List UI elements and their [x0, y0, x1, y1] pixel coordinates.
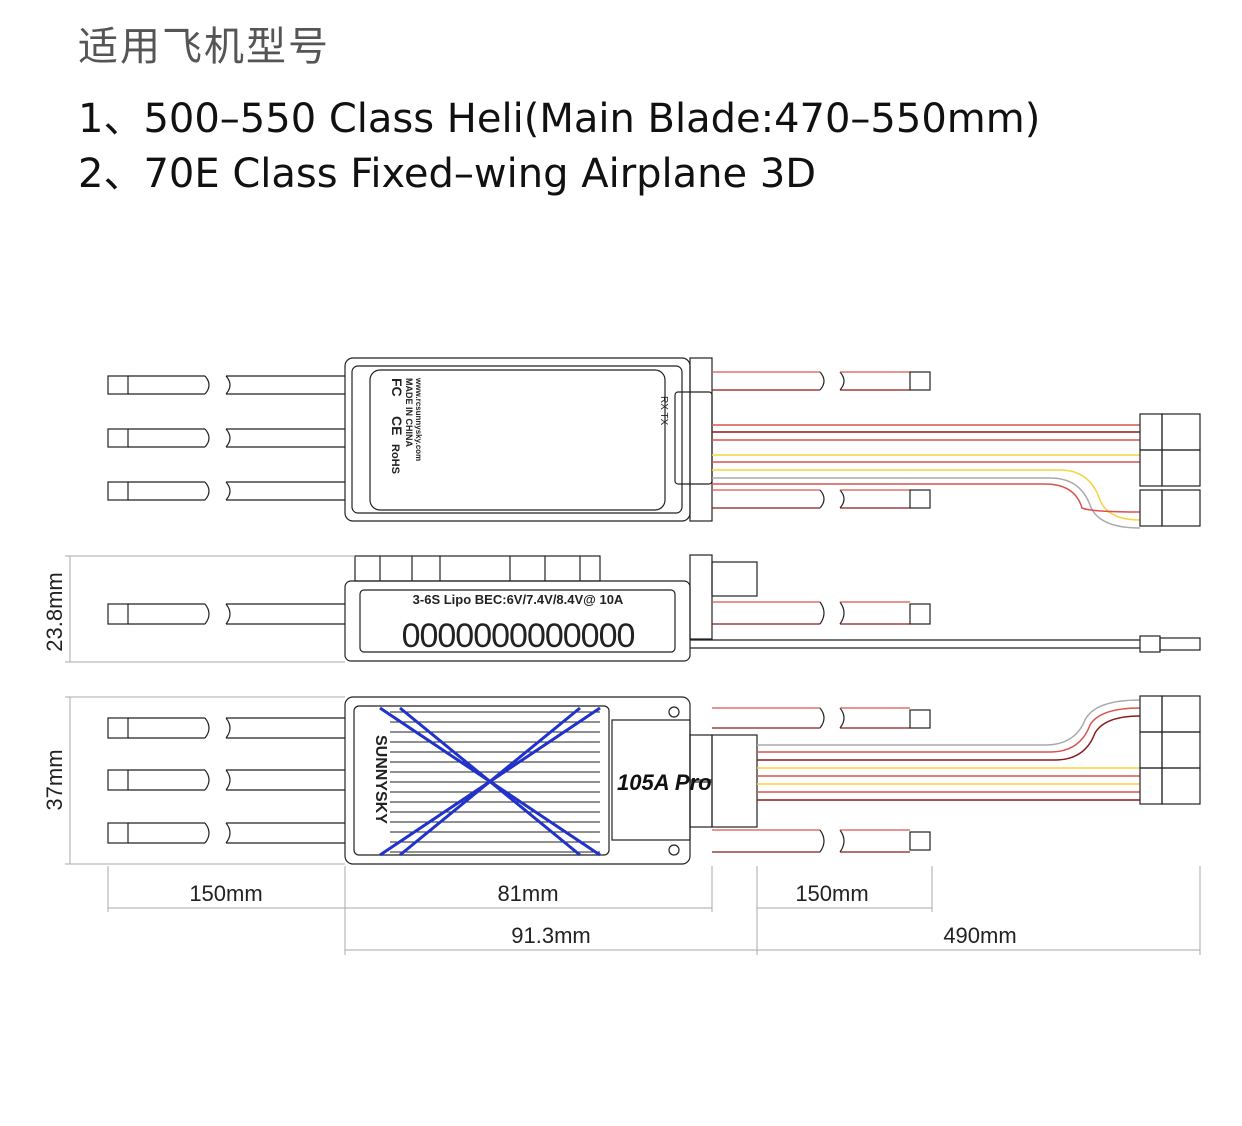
dimension-lines: [65, 555, 1201, 955]
motor-wires-left-top: [107, 375, 345, 501]
dim-wire-right: 150mm: [795, 881, 868, 906]
rxtx-label: RX TX: [658, 396, 669, 426]
dim-height-top: 37mm: [42, 749, 67, 810]
www-label: www.rcsunnysky.com: [414, 377, 423, 461]
x-pattern: [379, 706, 601, 857]
connector-2: [1139, 449, 1163, 487]
model-item-1: 1、500–550 Class Heli(Main Blade:470–550m…: [78, 96, 1041, 142]
brand-label: SUNNYSKY: [372, 735, 389, 824]
top-view: [107, 357, 1201, 529]
bec-label: 3-6S Lipo BEC:6V/7.4V/8.4V@ 10A: [413, 592, 624, 607]
model-label: 105A Pro: [617, 770, 712, 795]
power-wires-right-top: [712, 371, 931, 509]
dim-height-side: 23.8mm: [42, 572, 67, 651]
dim-body-len: 81mm: [497, 881, 558, 906]
ce-label: CE: [389, 416, 405, 435]
dim-signal-wire: 490mm: [943, 923, 1016, 948]
cert-labels: FC CE RoHS MADE IN CHINA www.rcsunnysky.…: [389, 377, 423, 474]
rohs-label: RoHS: [389, 444, 401, 474]
dim-body-total: 91.3mm: [511, 923, 590, 948]
connector-1: [1139, 413, 1163, 451]
made-label: MADE IN CHINA: [404, 378, 414, 447]
heatsink-grill: [390, 711, 600, 853]
side-view: [107, 554, 1201, 662]
connector-3: [1139, 489, 1163, 527]
vent-slots: 0000000000000: [402, 617, 635, 655]
page-heading: 适用飞机型号: [78, 24, 330, 70]
fc-label: FC: [389, 378, 405, 397]
model-item-2: 2、70E Class Fixed–wing Airplane 3D: [78, 151, 817, 197]
bottom-view: [107, 695, 1201, 865]
signal-wires-top: [712, 424, 1141, 529]
dim-wire-left: 150mm: [189, 881, 262, 906]
